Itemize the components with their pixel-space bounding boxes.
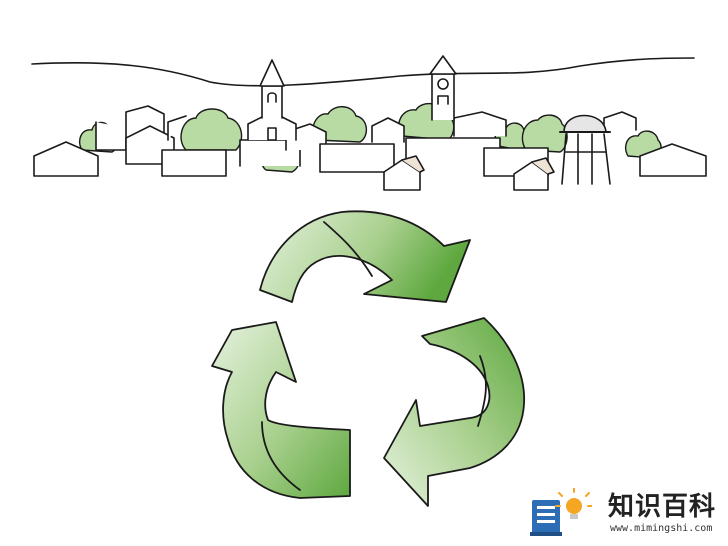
house (95, 105, 165, 151)
house (603, 111, 637, 131)
watermark-title: 知识百科 (608, 492, 717, 522)
house (639, 143, 707, 177)
water-tower-tank (563, 114, 607, 133)
houses (33, 105, 707, 177)
clock-tower-opening (437, 95, 449, 105)
watermark-logo: 知识百科 www.mimingshi.com (528, 488, 724, 538)
house (167, 115, 187, 141)
recycle-arrow-left (211, 321, 351, 499)
hill-line (31, 57, 695, 87)
church-window (267, 92, 277, 103)
watermark-url: www.mimingshi.com (610, 523, 713, 534)
clock-tower (429, 55, 457, 121)
church-door (267, 127, 277, 141)
recycle-fold-right (477, 355, 487, 427)
house (33, 141, 99, 177)
book-lightbulb-icon (530, 488, 592, 536)
clock-tower-roof (429, 55, 457, 75)
church (247, 59, 297, 141)
clock-face (437, 78, 449, 90)
house (319, 143, 395, 173)
water-tower-legs (561, 133, 611, 185)
recycle-arrow-top (259, 210, 471, 303)
tree (521, 114, 568, 153)
house (371, 117, 405, 143)
small-houses (383, 155, 555, 191)
lightbulb-icon (566, 498, 582, 514)
town-skyline (31, 55, 707, 191)
recycle-fold-left (261, 421, 301, 491)
house (453, 111, 507, 137)
small-house-roof (401, 155, 425, 173)
water-tower (559, 114, 611, 185)
church-spire (259, 59, 285, 87)
recycling-symbol (211, 210, 525, 507)
tree (180, 108, 243, 151)
house (161, 149, 227, 177)
recycle-fold-top (323, 221, 373, 277)
small-house-roof (531, 157, 555, 175)
recycle-arrow-right (383, 317, 525, 507)
